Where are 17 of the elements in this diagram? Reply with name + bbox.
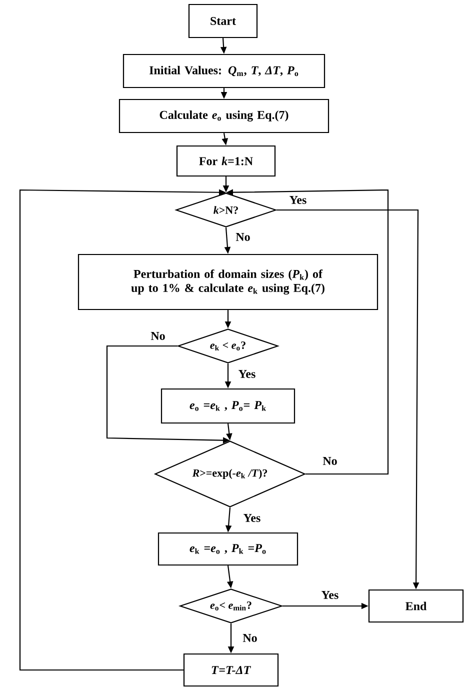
process-box: e$_{o}$ =e$_{k}$ , P$_{o}$= P$_{k}$: [160, 388, 296, 424]
edge-label: No: [242, 633, 258, 643]
edge-label: Yes: [320, 590, 340, 600]
process-box: T=T-ΔT: [183, 653, 279, 687]
process-box: Perturbation of domain sizes (P$_{k}$) of up to 1% & calculate e$_{k}$ using Eq.(7): [78, 254, 378, 310]
process-box: Start: [188, 4, 258, 38]
edge-label: Yes: [237, 369, 257, 379]
edge-label: Yes: [242, 513, 262, 523]
process-box: Calculate e$_{o}$ using Eq.(7): [118, 98, 330, 134]
process-box: End: [368, 589, 464, 623]
process-box: For k=1:N: [176, 145, 276, 177]
process-box: e$_{k}$ =e$_{o}$ , P$_{k}$ =P$_{o}$: [158, 532, 298, 566]
edge-label: No: [234, 232, 252, 242]
process-box: Initial Values: Q$_{m}$, T, ΔT, P$_{o}$: [122, 54, 326, 88]
edge-label: No: [150, 331, 166, 341]
edge-label: No: [322, 456, 338, 466]
edge-label: Yes: [288, 195, 308, 205]
